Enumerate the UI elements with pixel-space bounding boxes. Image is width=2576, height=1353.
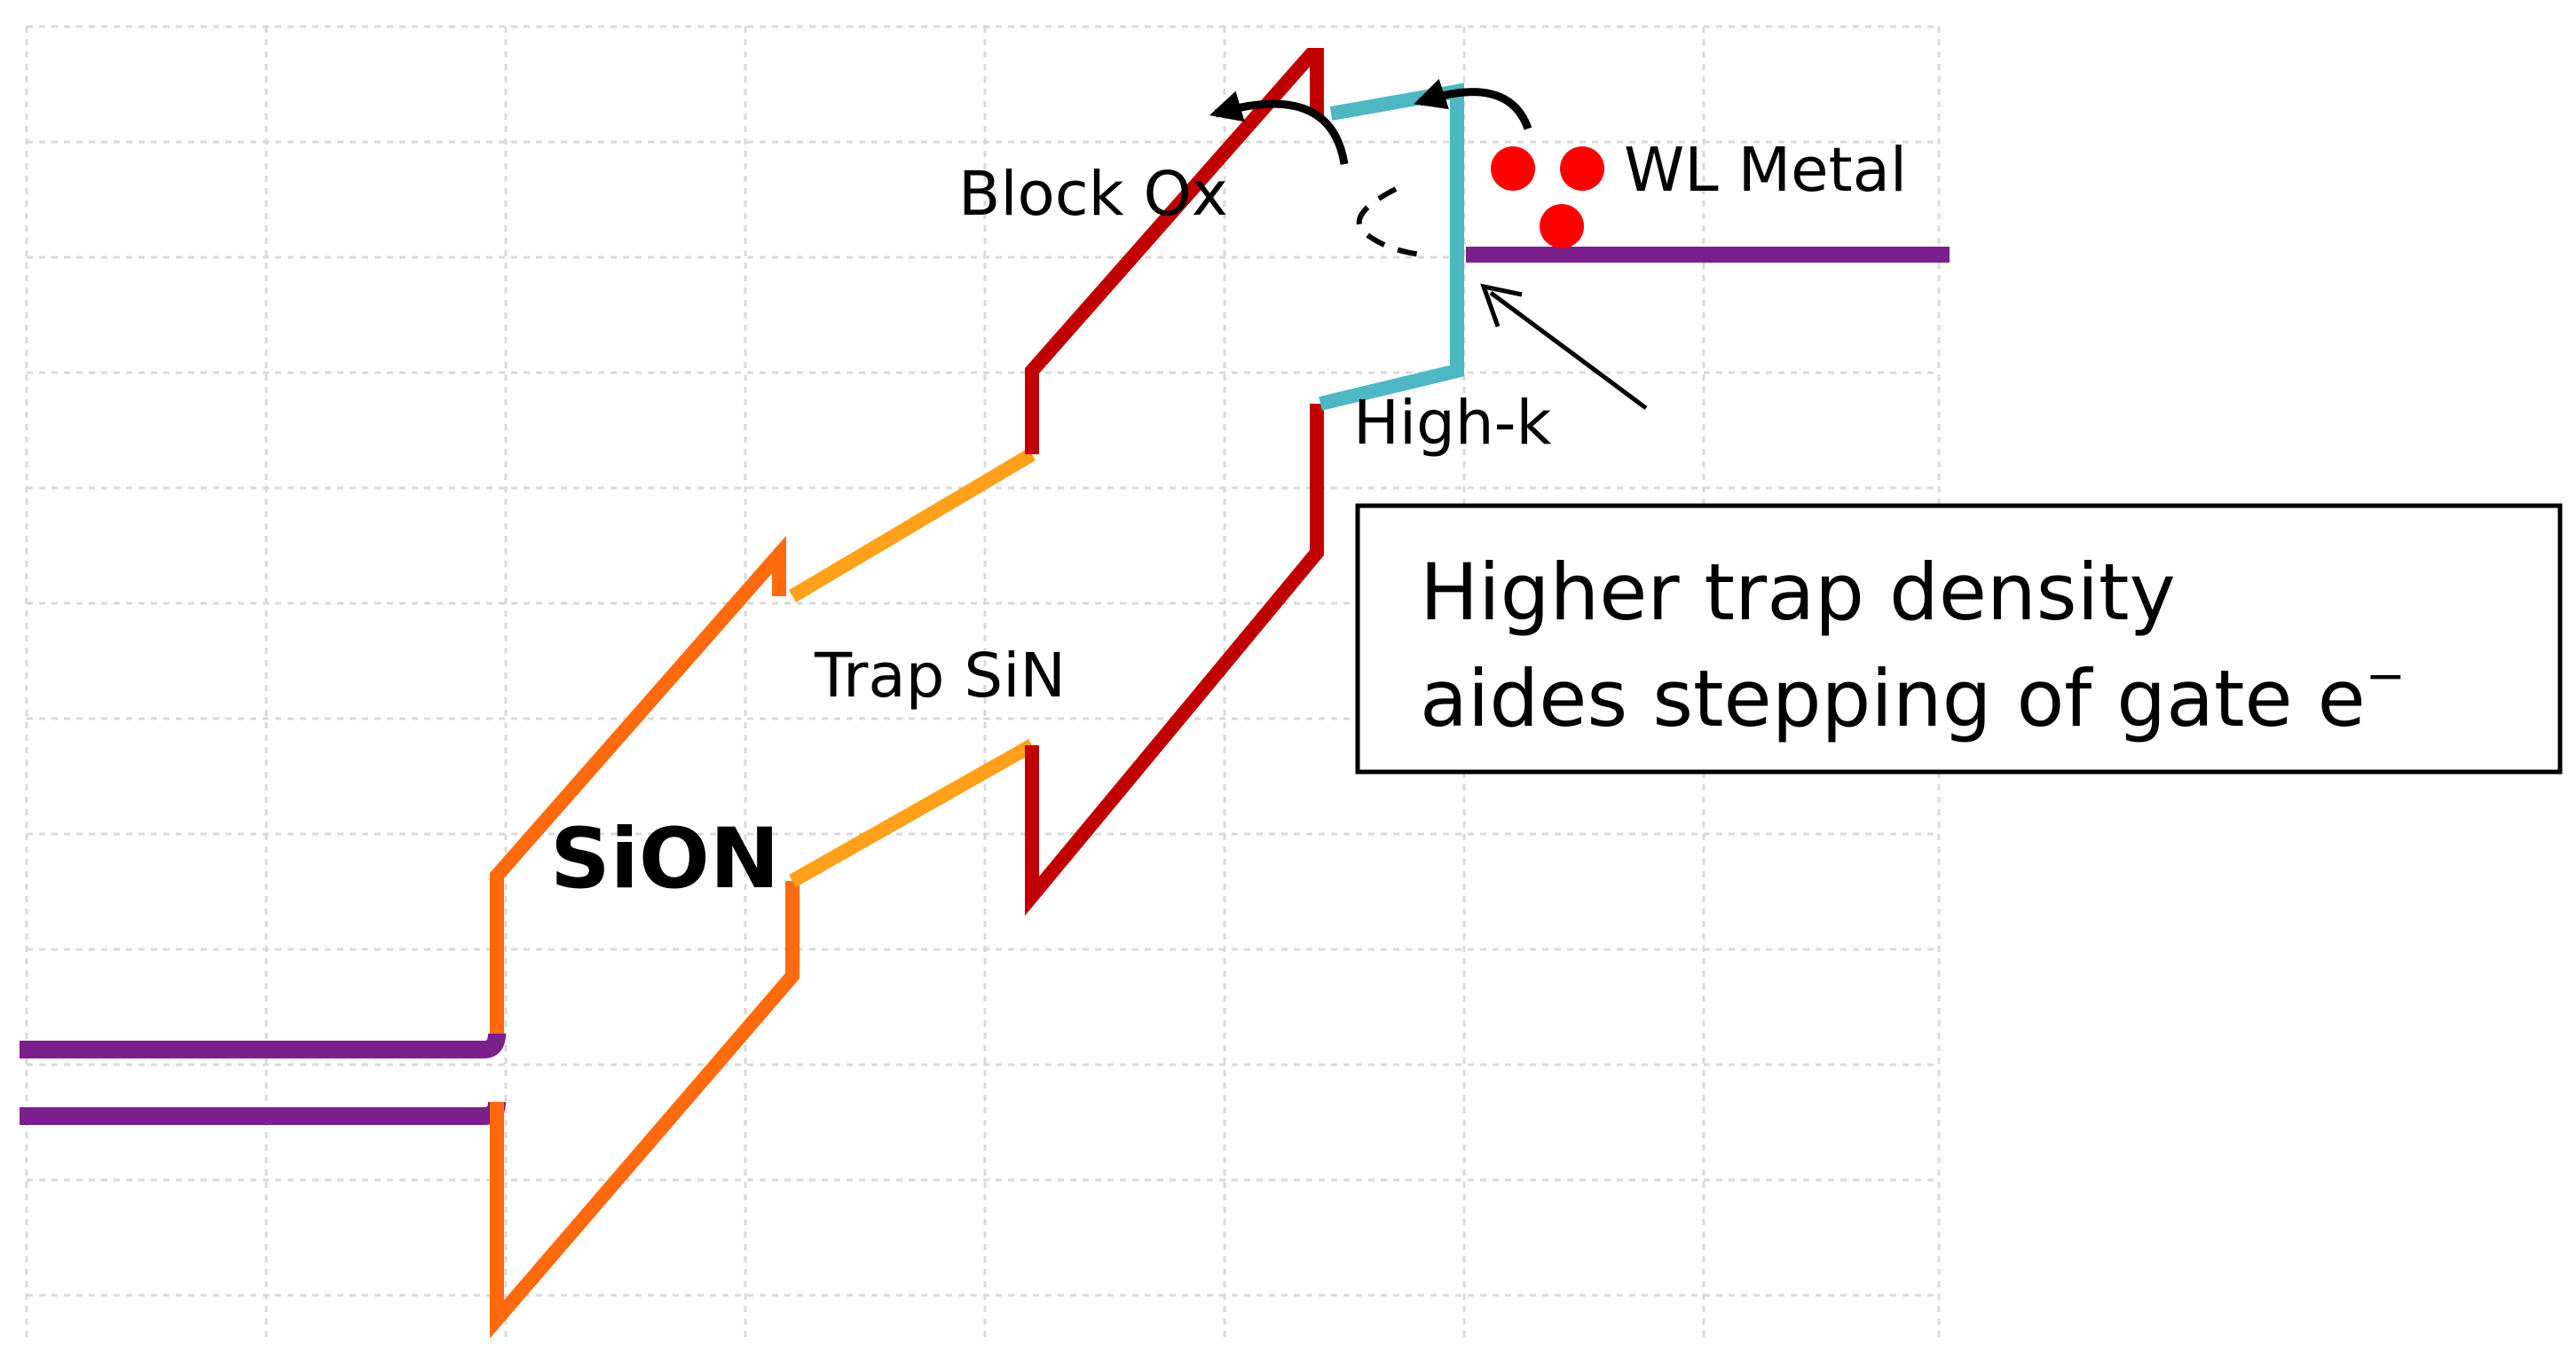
trap-sin-valence-band xyxy=(789,739,1036,887)
high-k-pointer-arrow xyxy=(1489,290,1648,411)
tunnel-arrow-to-high-k xyxy=(1414,78,1532,130)
block-ox-valence-band xyxy=(1025,404,1324,916)
label-block-ox: Block Ox xyxy=(958,159,1228,230)
silicon-valence-band xyxy=(20,1101,506,1125)
electron xyxy=(1560,146,1604,191)
label-wl-metal: WL Metal xyxy=(1624,135,1907,206)
trap-sin-conduction-band xyxy=(788,448,1036,602)
sion-valence-band xyxy=(490,881,800,1339)
high-k-valence-band xyxy=(1319,257,1464,411)
callout-superscript: − xyxy=(2366,648,2406,704)
trap-step-dashed-arc xyxy=(1356,186,1422,257)
high-k-pointer-arrowhead xyxy=(1480,283,1523,327)
electron xyxy=(1491,146,1535,191)
block-ox-conduction-band xyxy=(1025,48,1324,454)
label-high-k: High-k xyxy=(1353,388,1551,459)
tunnel-arrow-to-block-ox xyxy=(1209,90,1349,165)
callout-line-2: aides stepping of gate e− xyxy=(1420,648,2406,744)
label-trap-sin: Trap SiN xyxy=(814,641,1066,712)
electron xyxy=(1540,204,1584,248)
electrons xyxy=(1491,146,1604,248)
silicon-conduction-band xyxy=(20,1033,506,1058)
callout-box: Higher trap density aides stepping of ga… xyxy=(1355,503,2563,775)
label-sion: SiON xyxy=(550,811,780,908)
callout-line-1: Higher trap density xyxy=(1420,547,2176,638)
callout-line-2-text: aides stepping of gate e xyxy=(1420,653,2366,744)
high-k-conduction-band xyxy=(1329,83,1464,257)
sion-conduction-band xyxy=(490,535,786,1034)
